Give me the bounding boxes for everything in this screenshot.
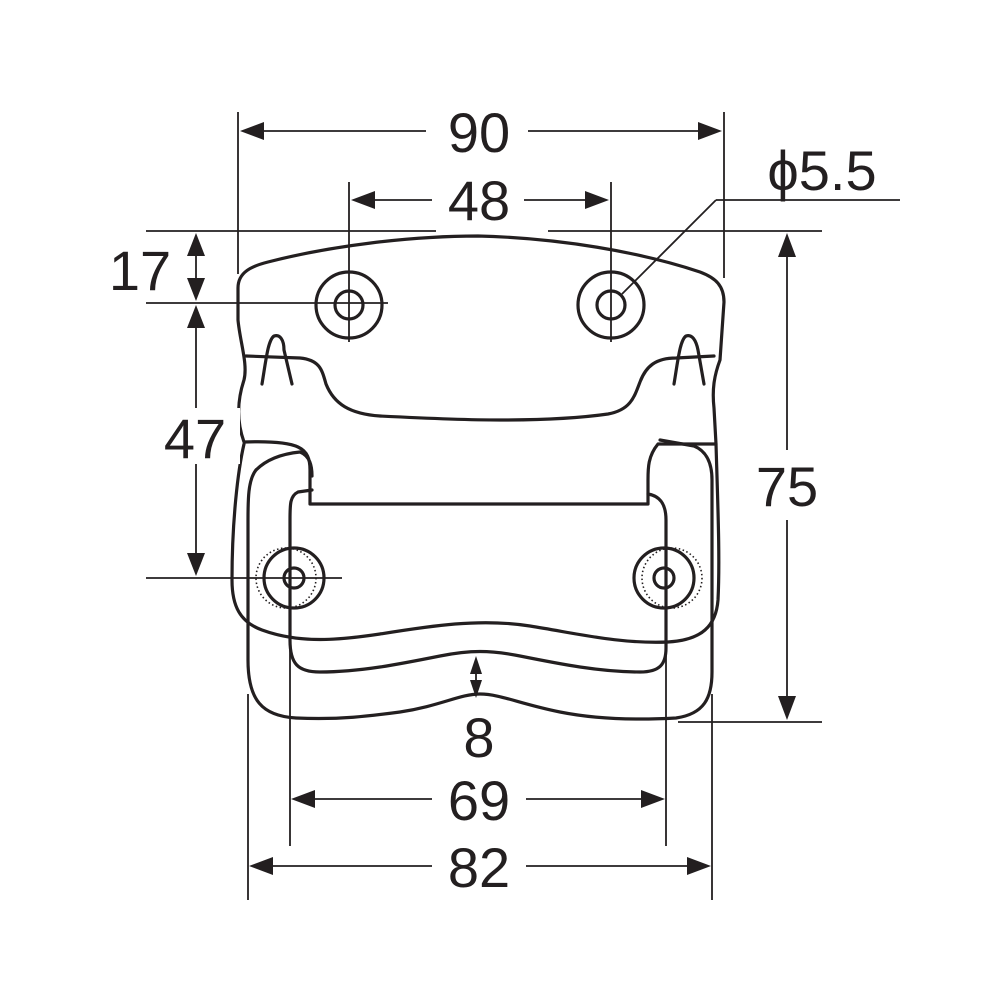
dimension-label-hole-spacing-top: 48	[448, 169, 510, 232]
extension-lines	[146, 112, 822, 900]
pivot-bottom-right	[632, 546, 703, 610]
right-tab	[672, 334, 706, 386]
dimension-label-total-height: 75	[756, 455, 818, 518]
dimension-bottom-width: 82	[249, 836, 711, 899]
dimension-label-top-width: 90	[448, 101, 510, 164]
dimension-grip-depth: 8	[463, 656, 495, 769]
top-plate-outline	[236, 234, 726, 506]
left-tab	[260, 334, 294, 386]
dimension-inner-width: 69	[291, 769, 665, 832]
handle-inner-outline	[288, 488, 668, 674]
dimension-hole-spacing-top: 48	[351, 169, 609, 232]
handle-outer-outline	[230, 438, 721, 721]
dimension-label-hole-diameter: ϕ5.5	[767, 139, 876, 202]
dimension-label-inner-width: 69	[448, 769, 510, 832]
dimension-label-bottom-width: 82	[448, 836, 510, 899]
dimension-label-grip-depth: 8	[463, 706, 494, 769]
grip-recess-outline	[244, 354, 716, 422]
dimension-label-vertical-hole-spacing: 47	[164, 407, 226, 470]
dimension-label-top-offset: 17	[109, 239, 171, 302]
dimension-hole-diameter: ϕ5.5	[621, 139, 900, 295]
dimension-total-height: 75	[756, 233, 818, 720]
dimension-top-offset: 17	[109, 233, 205, 302]
dimension-vertical-hole-spacing: 47	[150, 305, 240, 576]
dimension-top-width: 90	[240, 101, 722, 164]
